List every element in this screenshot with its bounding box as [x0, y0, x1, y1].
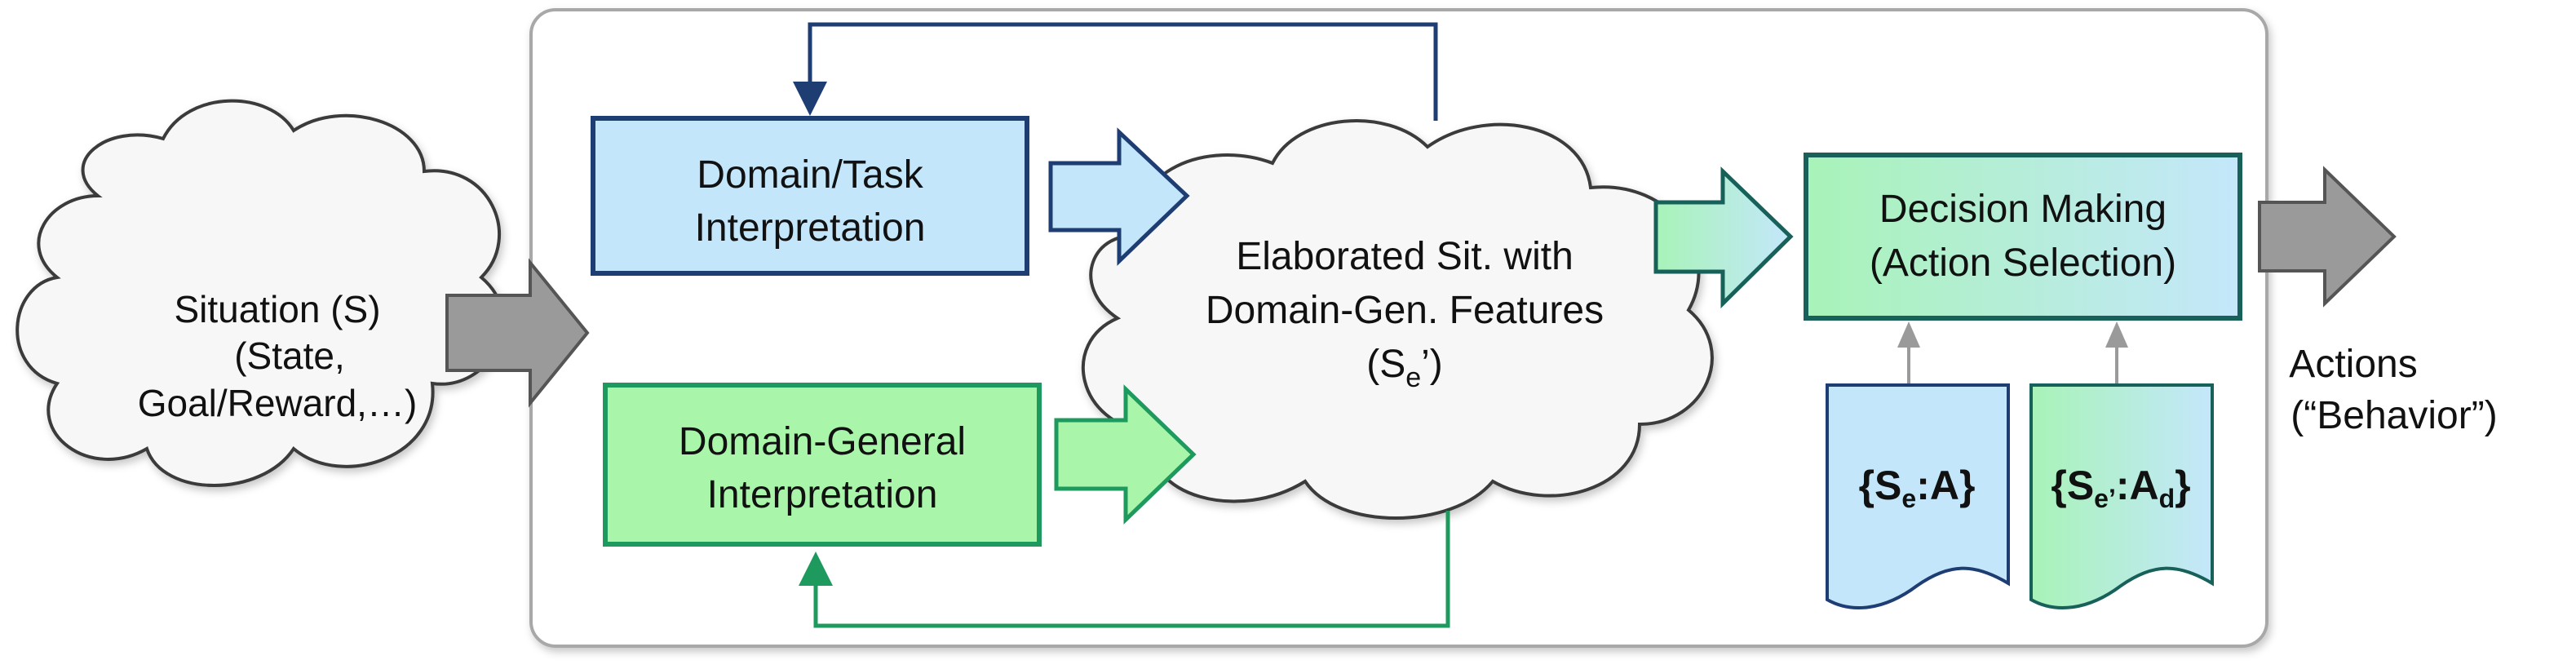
memory-right-arrowhead [2105, 321, 2128, 348]
domain-general-box: Domain-General Interpretation [603, 383, 1042, 547]
domain-general-label-line1: Domain-General [679, 420, 966, 463]
memory-doc-right: {Se’:Ad} [2029, 383, 2214, 609]
memory-left-arrowhead [1897, 321, 1920, 348]
feedback-to-domain-task-line [808, 22, 1438, 121]
memory-right-prefix: {S [2051, 463, 2094, 508]
memory-right-mid: :A [2116, 463, 2159, 508]
elaborated-to-decision-arrow [1653, 166, 1794, 308]
feedback-to-domain-task-arrowhead [793, 82, 827, 116]
elaborated-se-suffix: ’) [1421, 343, 1443, 386]
memory-left-label: {Se:A} [1859, 463, 1976, 513]
actions-label-line2: (“Behavior”) [2291, 394, 2497, 437]
memory-right-label: {Se’:Ad} [2051, 463, 2190, 513]
domain-task-box: Domain/Task Interpretation [591, 116, 1029, 276]
memory-left-prefix: {S [1859, 463, 1902, 508]
elaborated-label-line2: Domain-Gen. Features [1206, 289, 1604, 332]
actions-label-line1: Actions [2289, 343, 2417, 386]
situation-cloud: Situation (S) (State, Goal/Reward,…) [15, 99, 505, 487]
memory-right-subscript2: d [2159, 484, 2175, 513]
domain-general-label-line2: Interpretation [707, 473, 938, 516]
decision-to-actions-arrow [2258, 166, 2397, 308]
situation-label-line3: Goal/Reward,…) [138, 382, 418, 424]
elaborated-label-line3: (Se’) [1366, 343, 1443, 393]
memory-left-subscript: e [1901, 484, 1916, 513]
situation-label-line1: Situation (S) [174, 288, 380, 330]
feedback-to-domain-general-arrowhead [799, 552, 833, 586]
situation-label-line2: (State, [234, 334, 345, 377]
domain-task-to-elaborated-arrow [1048, 127, 1190, 266]
memory-left-suffix: :A} [1916, 463, 1975, 508]
decision-label-line1: Decision Making [1879, 188, 2167, 231]
memory-right-subscript: e’ [2094, 484, 2116, 513]
feedback-to-domain-general-line [813, 511, 1450, 628]
elaborated-se-prefix: (S [1366, 343, 1405, 386]
decision-label-line2: (Action Selection) [1870, 241, 2176, 285]
situation-to-system-arrow [445, 258, 590, 408]
domain-task-label-line2: Interpretation [695, 206, 926, 250]
memory-right-suffix: } [2175, 463, 2190, 508]
decision-making-box: Decision Making (Action Selection) [1804, 153, 2242, 321]
elaborated-se-subscript: e [1405, 362, 1421, 393]
domain-task-label-line1: Domain/Task [697, 153, 923, 197]
elaborated-label-line1: Elaborated Sit. with [1236, 235, 1573, 278]
domain-general-to-elaborated-arrow [1054, 384, 1197, 525]
memory-doc-left: {Se:A} [1826, 383, 2010, 609]
